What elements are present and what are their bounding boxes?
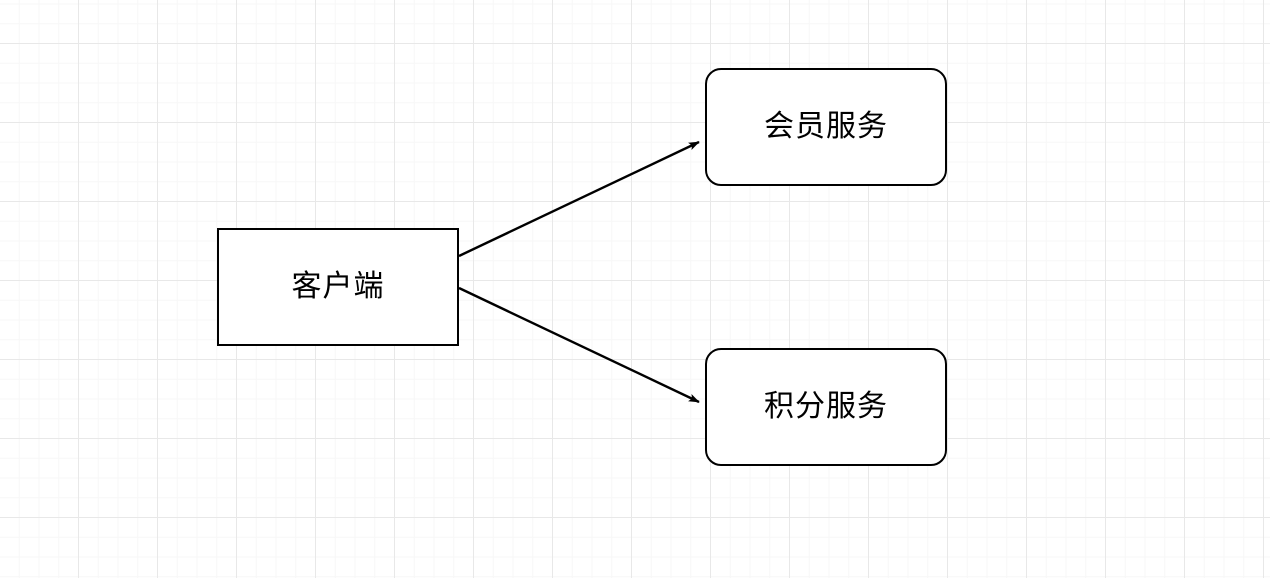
edge-client-to-points[interactable]	[458, 286, 700, 404]
node-client[interactable]: 客户端	[217, 228, 459, 346]
node-client-label: 客户端	[291, 270, 385, 303]
node-points-service-label: 积分服务	[764, 390, 888, 423]
node-points-service[interactable]: 积分服务	[705, 348, 947, 466]
edge-client-to-member[interactable]	[458, 140, 700, 258]
node-member-service[interactable]: 会员服务	[705, 68, 947, 186]
node-member-service-label: 会员服务	[764, 110, 888, 143]
